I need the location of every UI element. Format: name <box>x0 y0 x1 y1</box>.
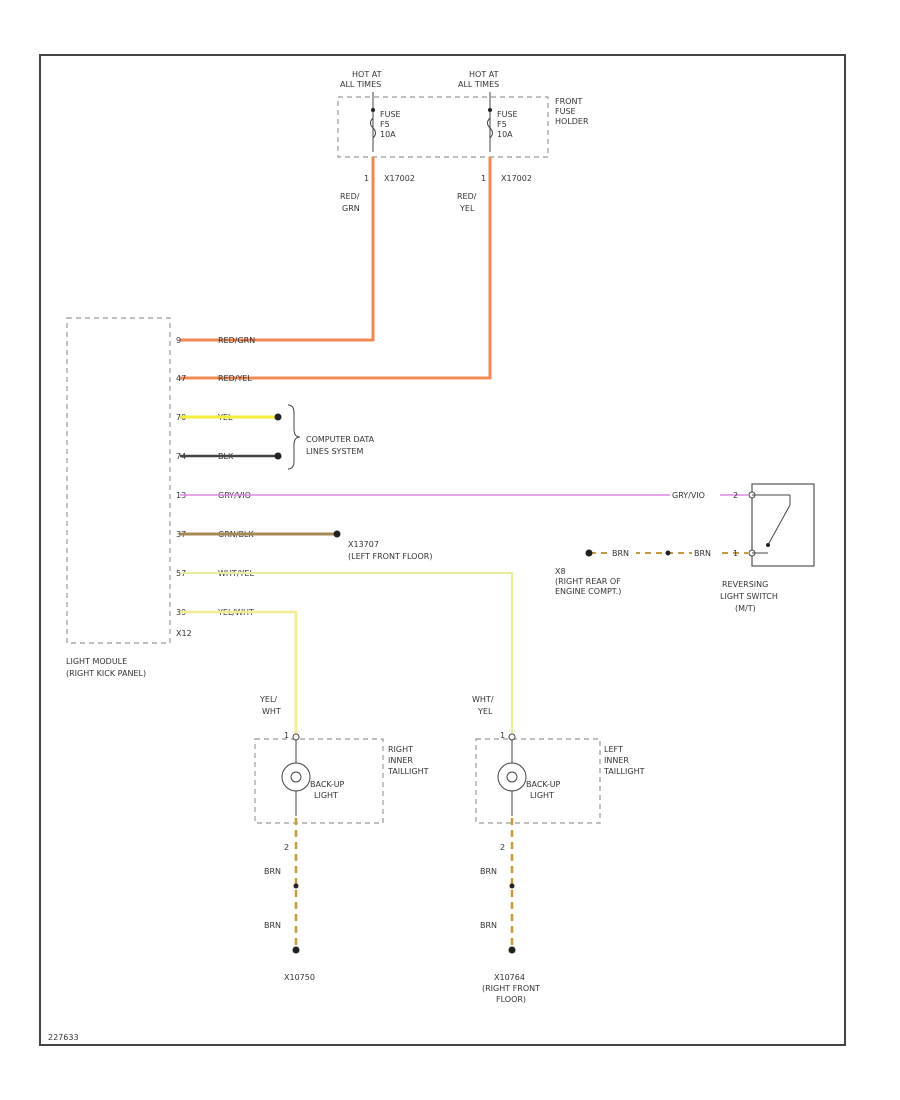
data-line-terminal <box>274 452 282 460</box>
wire-wht-yel <box>180 572 513 735</box>
switch-pivot <box>766 543 770 547</box>
ground-engine-terminal <box>585 549 593 557</box>
right-lamp-pin-top: 1 <box>284 731 289 740</box>
fuse-left-terminal <box>371 108 375 112</box>
wire-splice-dot <box>665 550 671 556</box>
fuse-left-connector: X17002 <box>384 174 415 183</box>
reversing-switch-box <box>751 483 815 567</box>
bulb-icon <box>497 762 527 792</box>
ground-left-front-label: X13707(LEFT FRONT FLOOR) <box>348 540 432 561</box>
right-lamp-pin-bottom: 2 <box>284 843 289 852</box>
diagram-frame <box>39 54 846 1046</box>
module-wire-label: RED/GRN <box>218 336 255 345</box>
bulb-icon <box>281 762 311 792</box>
wire-splice-dot <box>293 883 299 889</box>
ground-left-front-terminal <box>333 530 341 538</box>
left-lamp-terminal <box>508 733 516 741</box>
fuse-right-terminal <box>488 108 492 112</box>
fuse-left-wire-label: RED/GRN <box>340 192 360 213</box>
wire-red-yel <box>180 157 492 380</box>
wire-gry-vio-label-bg <box>670 489 720 500</box>
brn-label-bg <box>610 548 636 558</box>
left-lamp-pin-top: 1 <box>500 731 505 740</box>
module-wire-label: RED/YEL <box>218 374 252 383</box>
left-lamp-wire-bottom: BRN <box>480 867 497 876</box>
wire-red-grn <box>180 157 375 342</box>
fuse-left-pin: 1 <box>364 174 369 183</box>
data-lines-brace <box>287 404 301 470</box>
switch-wire-in-label: GRY/VIO <box>672 491 705 500</box>
module-pin: 47 <box>176 374 186 383</box>
left-lamp-pin-bottom: 2 <box>500 843 505 852</box>
switch-pin-out: 1 <box>733 549 738 558</box>
light-module-label: LIGHT MODULE(RIGHT KICK PANEL) <box>66 657 146 678</box>
switch-arm <box>767 504 791 546</box>
figure-id: 227633 <box>48 1033 79 1042</box>
fuse-right-connector: X17002 <box>501 174 532 183</box>
ground-terminal <box>508 946 516 954</box>
left-lamp-wire-top: WHT/YEL <box>472 695 494 716</box>
switch-wire-out-label: BRN <box>694 549 711 558</box>
light-module-box <box>66 317 171 644</box>
switch-wire-out-label: BRN <box>612 549 629 558</box>
fuse-right-pin: 1 <box>481 174 486 183</box>
left-taillight-box <box>475 738 601 824</box>
brn-label-bg <box>692 548 718 558</box>
wire-splice-dot <box>509 883 515 889</box>
ground-terminal <box>292 946 300 954</box>
switch-pin-in: 2 <box>733 491 738 500</box>
left-lamp-wire-bottom: BRN <box>480 921 497 930</box>
right-lamp-wire-bottom: BRN <box>264 921 281 930</box>
right-lamp-wire-bottom: BRN <box>264 867 281 876</box>
right-lamp-ground-label: X10750 <box>284 973 315 982</box>
right-lamp-wire-top: YEL/WHT <box>259 695 281 716</box>
module-connector-label: X12 <box>176 629 192 638</box>
fuse-left-element <box>370 117 376 139</box>
fuse-holder-box <box>337 96 549 158</box>
bulb-filament-icon <box>506 771 518 783</box>
wire-yel-wht <box>180 610 298 735</box>
fuse-right-element <box>487 117 493 139</box>
bulb-filament-icon <box>290 771 302 783</box>
fuse-right-wire-label: RED/YEL <box>457 192 477 213</box>
module-pin: 9 <box>176 336 181 345</box>
data-line-terminal <box>274 413 282 421</box>
right-lamp-terminal <box>292 733 300 741</box>
right-taillight-box <box>254 738 384 824</box>
